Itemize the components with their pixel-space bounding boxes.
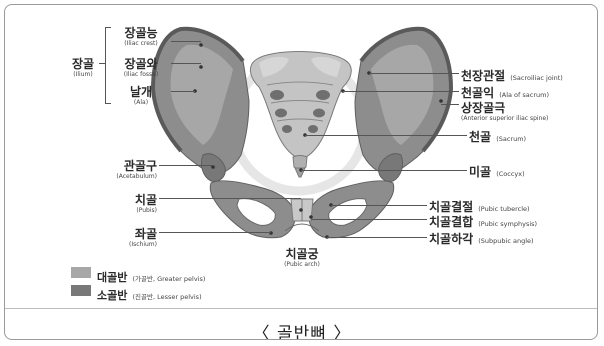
caption-divider: [5, 308, 598, 309]
figure-caption: 〈 골반뼈 〉: [5, 319, 598, 340]
label-ala-sacrum: 천골익 (Ala of sacrum): [461, 84, 549, 100]
label-pubis-en: (Pubis): [117, 208, 157, 214]
label-pubic-tubercle-en: (Pubic tubercle): [478, 205, 529, 213]
label-asis: 상장골극 (Anterior superior iliac spine): [461, 99, 548, 122]
leader-pubic-symphysis: [311, 219, 427, 220]
leader-sacrum: [305, 135, 467, 136]
leader-iliac-crest: [171, 41, 201, 42]
label-sacrum-en: (Sacrum): [496, 135, 526, 143]
leader-sacroiliac: [369, 73, 459, 74]
label-iliac-crest: 장골능 (Iliac crest): [111, 24, 171, 47]
legend-swatch-lesser-pelvis: [71, 285, 91, 296]
leader-acetabulum: [159, 165, 213, 166]
leader-ischium: [159, 232, 271, 233]
label-iliac-fossa-ko: 장골와: [124, 57, 157, 71]
label-ischium-ko: 좌골: [135, 227, 157, 241]
label-sacrum: 천골 (Sacrum): [469, 128, 526, 144]
label-ala-ko: 날개: [130, 85, 152, 99]
label-pubic-arch-ko: 치골궁: [285, 247, 318, 261]
label-iliac-fossa-en: (Iliac fossa): [111, 72, 171, 78]
label-pubis-ko: 치골: [135, 193, 157, 207]
label-ischium: 좌골 (Ischium): [111, 225, 157, 248]
label-ala-sacrum-en: (Ala of sacrum): [499, 91, 549, 99]
label-pubic-symphysis-en: (Pubic symphysis): [478, 220, 537, 228]
label-subpubic-angle-en: (Subpubic angle): [478, 237, 533, 245]
label-pubic-symphysis: 치골결합 (Pubic symphysis): [429, 213, 537, 229]
label-ilium: 장골 (Ilium): [67, 55, 99, 78]
label-ilium-en: (Ilium): [67, 72, 99, 78]
leader-iliac-fossa: [171, 63, 201, 64]
leader-subpubic-angle: [327, 237, 427, 238]
legend-swatch-greater-pelvis: [71, 267, 91, 278]
label-ala-sacrum-ko: 천골익: [461, 86, 494, 100]
label-iliac-fossa: 장골와 (Iliac fossa): [111, 55, 171, 78]
label-pubic-arch: 치골궁 (Pubic arch): [269, 245, 335, 268]
label-ala-en: (Ala): [111, 100, 171, 106]
label-pubis: 치골 (Pubis): [117, 191, 157, 214]
leader-pubic-tubercle: [331, 205, 427, 206]
diagram-frame: 장골 (Ilium) 장골능 (Iliac crest) 장골와 (Iliac …: [4, 4, 598, 340]
label-coccyx-ko: 미골: [469, 165, 491, 179]
label-subpubic-angle-ko: 치골하각: [429, 232, 473, 246]
label-asis-en: (Anterior superior iliac spine): [461, 116, 548, 122]
label-sacroiliac-ko: 천장관절: [461, 69, 505, 83]
label-coccyx-en: (Coccyx): [496, 170, 524, 178]
label-pubic-symphysis-ko: 치골결합: [429, 215, 473, 229]
legend-greater-pelvis-en: (가골반, Greater pelvis): [132, 275, 205, 283]
label-acetabulum-en: (Acetabulum): [97, 174, 157, 180]
leader-asis: [441, 104, 459, 105]
legend-greater-pelvis-ko: 대골반: [97, 271, 127, 284]
label-sacrum-ko: 천골: [469, 130, 491, 144]
leader-ala-sacrum: [343, 91, 459, 92]
label-asis-ko: 상장골극: [461, 101, 505, 115]
label-iliac-crest-en: (Iliac crest): [111, 41, 171, 47]
label-subpubic-angle: 치골하각 (Subpubic angle): [429, 230, 534, 246]
ilium-bracket: [105, 27, 106, 103]
ilium-bracket-mid: [99, 63, 105, 64]
label-pubic-tubercle: 치골결절 (Pubic tubercle): [429, 198, 530, 214]
label-acetabulum: 관골구 (Acetabulum): [97, 157, 157, 180]
legend-lesser-pelvis-ko: 소골반: [97, 289, 127, 302]
coccyx: [293, 156, 307, 169]
label-sacroiliac-en: (Sacroiliac joint): [510, 74, 563, 82]
label-pubic-tubercle-ko: 치골결절: [429, 200, 473, 214]
leader-coccyx: [301, 170, 467, 171]
label-coccyx: 미골 (Coccyx): [469, 163, 525, 179]
leader-ala: [171, 91, 195, 92]
label-ilium-ko: 장골: [72, 57, 94, 71]
leader-pubis: [159, 198, 301, 199]
label-acetabulum-ko: 관골구: [124, 159, 157, 173]
legend-lesser-pelvis-en: (진골반, Lesser pelvis): [132, 293, 201, 301]
label-ischium-en: (Ischium): [111, 242, 157, 248]
label-pubic-arch-en: (Pubic arch): [269, 262, 335, 268]
label-iliac-crest-ko: 장골능: [124, 26, 157, 40]
label-sacroiliac: 천장관절 (Sacroiliac joint): [461, 67, 563, 83]
label-ala: 날개 (Ala): [111, 83, 171, 106]
